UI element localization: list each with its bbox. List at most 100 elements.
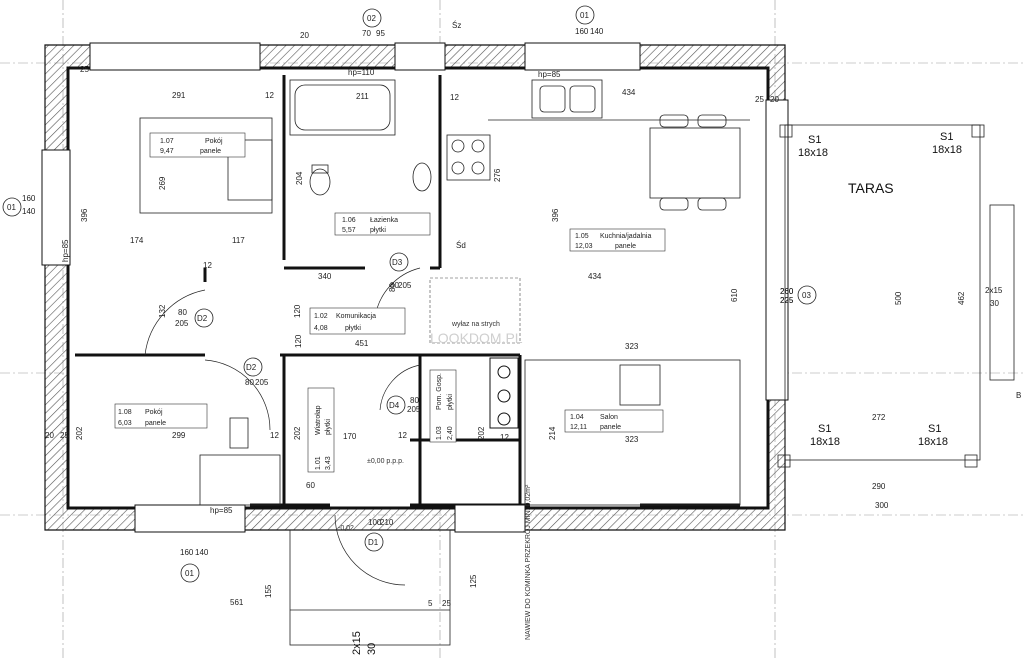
door-code: D3 xyxy=(392,258,403,267)
dimension: 30 xyxy=(990,299,999,308)
room-area: 5,57 xyxy=(342,227,356,234)
dimension: 290 xyxy=(872,482,886,491)
door-tag: D2 80 205 xyxy=(243,357,269,387)
dimension: 120 xyxy=(294,334,303,348)
room-area: 12,03 xyxy=(575,243,593,250)
room-name: Pom. Gosp. xyxy=(436,373,443,410)
door-width: 100 xyxy=(368,518,382,527)
entrance-steps xyxy=(289,529,451,646)
post-label: S1 xyxy=(818,423,831,435)
room-finish: panele xyxy=(600,424,621,431)
room-area: 6,03 xyxy=(118,420,132,427)
window-width: 160 xyxy=(575,27,589,36)
room-name: Pokój xyxy=(205,138,223,145)
door-tags: D2 80 205 D3 80 205 D2 80 205 D4 80 205 … xyxy=(175,252,421,552)
vent-sz: Śz xyxy=(452,21,461,30)
dimension: 2x15 xyxy=(985,286,1003,295)
window-height: 225 xyxy=(780,296,794,305)
dimension: 132 xyxy=(158,304,167,318)
sill-heights: hp=110 hp=85 hp=85 hp=85 xyxy=(61,68,561,515)
sill-height: hp=110 xyxy=(348,68,375,77)
door-tag: D3 80 205 xyxy=(389,252,412,290)
dimension: 12 xyxy=(265,91,274,100)
sill-height: hp=85 xyxy=(61,239,70,262)
room-label-pokoj-107: 1.07 Pokój 9,47 panele xyxy=(149,132,246,158)
attic-hatch-label: wyłaz na strych xyxy=(451,321,500,328)
room-name: Komunikacja xyxy=(336,313,376,320)
room-finish: płytki xyxy=(325,419,332,435)
dimension: 396 xyxy=(551,208,560,222)
room-label-pokoj-108: 1.08 Pokój 6,03 panele xyxy=(114,403,208,429)
post-size: 18x18 xyxy=(810,436,840,448)
dimension: 276 xyxy=(493,168,502,182)
room-id: 1.04 xyxy=(570,414,584,421)
window-width: 160 xyxy=(22,194,36,203)
window-width: 260 xyxy=(780,287,794,296)
room-id: 1.05 xyxy=(575,233,589,240)
dimension: 12 xyxy=(203,261,212,270)
dimension: 12 xyxy=(450,93,459,102)
door-height: 205 xyxy=(255,378,269,387)
dimension: 434 xyxy=(622,88,636,97)
window-height: 140 xyxy=(22,207,36,216)
room-finish: panele xyxy=(200,148,221,155)
dimension: 269 xyxy=(158,176,167,190)
floor-level: ±0,00 p.p.p. xyxy=(367,458,404,465)
dimensions: 20 25 291 12 211 12 434 25 20 269 204 39… xyxy=(45,31,1003,608)
kitchen-fixtures xyxy=(446,79,750,211)
window-tag: 01 160 140 xyxy=(180,548,209,583)
door-height: 210 xyxy=(380,518,394,527)
room-name: Salon xyxy=(600,414,618,421)
window-tag: 02 70 95 xyxy=(362,8,385,38)
room-id: 1.06 xyxy=(342,217,356,224)
window-width: 70 xyxy=(362,29,371,38)
window-height: 95 xyxy=(376,29,385,38)
watermark: LOOKDOM.PL xyxy=(430,330,523,346)
dimension: 25 xyxy=(80,65,89,74)
room-label-kuchnia-105: 1.05 Kuchnia/jadalnia 12,03 panele xyxy=(569,228,666,252)
utility-devices xyxy=(489,357,519,429)
dimension: 561 xyxy=(230,598,244,607)
window-code: 03 xyxy=(802,291,811,300)
stairs-depth: 30 xyxy=(366,643,378,655)
room-name: Pokój xyxy=(145,409,163,416)
dimension: 300 xyxy=(875,501,889,510)
dimension: 323 xyxy=(625,342,639,351)
dimension: 202 xyxy=(75,426,84,440)
dimension: 25 xyxy=(755,95,764,104)
room-label-pom-gosp-103: 1.03 Pom. Gosp. 2,40 płytki xyxy=(429,369,457,443)
door-tag: D1 100 210 xyxy=(364,518,394,552)
room-area: 4,08 xyxy=(314,325,328,332)
window-code: 01 xyxy=(580,11,589,20)
door-code: D4 xyxy=(389,401,400,410)
post-size: 18x18 xyxy=(932,144,962,156)
terrace xyxy=(777,124,1015,468)
dimension: 211 xyxy=(356,92,369,101)
door-code: D1 xyxy=(368,538,379,547)
dimension: 272 xyxy=(872,413,886,422)
room-labels: 1.07 Pokój 9,47 panele 1.06 Łazienka 5,5… xyxy=(114,132,666,473)
dimension: 204 xyxy=(295,171,304,185)
door-tag: D2 80 205 xyxy=(175,308,214,328)
door-height: 205 xyxy=(398,281,412,290)
step-level: -0,02 xyxy=(338,525,354,532)
room-id: 1.07 xyxy=(160,138,174,145)
dimension: 396 xyxy=(80,208,89,222)
dimension: 610 xyxy=(730,288,739,302)
room-area: 3,43 xyxy=(325,456,332,470)
dimension: 12 xyxy=(270,431,279,440)
dimension: 291 xyxy=(172,91,186,100)
dimension: 125 xyxy=(469,574,478,588)
room-area: 2,40 xyxy=(447,426,454,440)
post-label: S1 xyxy=(808,134,821,146)
room-id: 1.02 xyxy=(314,313,328,320)
fireplace-vent-note: NAWIEW DO KOMINKA PRZEKRÓJ MIN. 0,02m² xyxy=(523,484,532,640)
dimension: 12 xyxy=(500,433,509,442)
dimension: 25 xyxy=(442,599,451,608)
post-label: S1 xyxy=(928,423,941,435)
dimension: 202 xyxy=(293,426,302,440)
dimension: 20 xyxy=(770,95,779,104)
dimension: 260 xyxy=(780,287,794,296)
windows xyxy=(41,42,789,533)
door-width: 80 xyxy=(178,308,187,317)
